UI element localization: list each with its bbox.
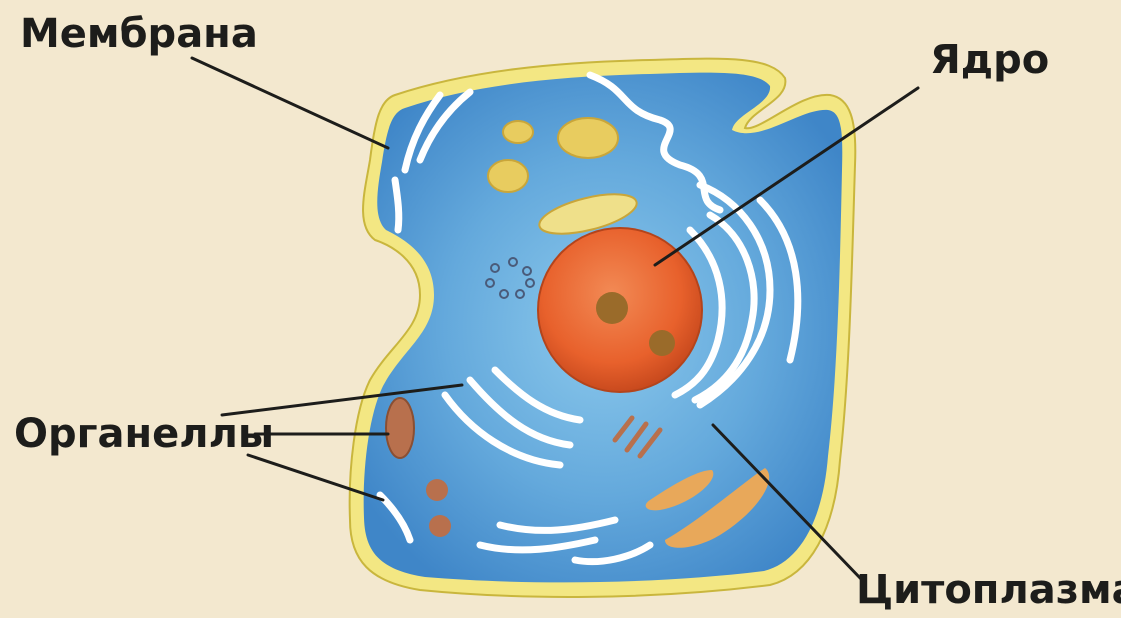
- organelle-brown: [426, 479, 448, 501]
- label-cytoplasm: Цитоплазма: [856, 570, 1121, 610]
- organelle-brown: [386, 398, 414, 458]
- label-membrane: Мембрана: [20, 14, 258, 54]
- nucleolus: [649, 330, 675, 356]
- nucleolus: [596, 292, 628, 324]
- organelle-brown: [429, 515, 451, 537]
- label-nucleus: Ядро: [930, 40, 1049, 80]
- organelle-yellow: [558, 118, 618, 158]
- organelle-yellow: [488, 160, 528, 192]
- label-organelles: Органеллы: [14, 414, 274, 454]
- organelle-yellow: [503, 121, 533, 143]
- leader-line-membrane: [192, 58, 388, 148]
